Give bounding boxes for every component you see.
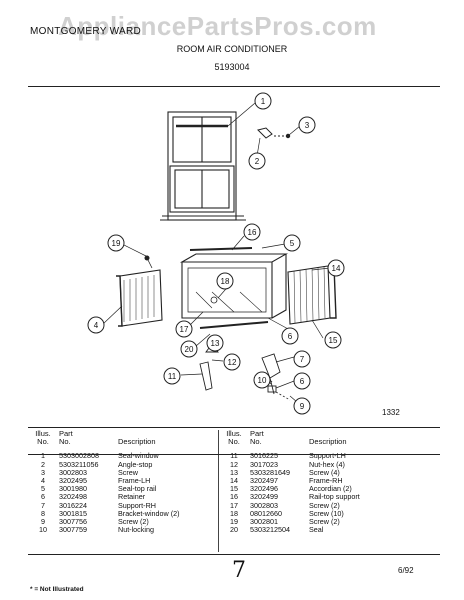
svg-text:10: 10 (258, 376, 267, 385)
svg-text:20: 20 (185, 345, 194, 354)
callout-14: 14 (327, 259, 345, 277)
model-number: 5193004 (214, 62, 250, 72)
svg-text:15: 15 (329, 336, 338, 345)
svg-text:2: 2 (255, 157, 260, 166)
svg-text:3: 3 (305, 121, 310, 130)
window-illustration (160, 111, 246, 221)
page-title: ROOM AIR CONDITIONER (176, 44, 288, 54)
callout-4: 4 (87, 316, 105, 334)
table-mid-rule (218, 430, 219, 552)
callout-20: 20 (180, 340, 198, 358)
table-header-rule (28, 454, 440, 455)
callout-11: 11 (163, 367, 181, 385)
header-illus: Illus. (35, 429, 51, 438)
figure-code: 1332 (382, 408, 400, 417)
callout-2: 2 (248, 152, 266, 170)
callout-16: 16 (243, 223, 261, 241)
svg-text:12: 12 (228, 358, 237, 367)
diagram-callouts: 1 2 3 16 5 19 14 4 18 17 6 15 20 13 12 7… (87, 92, 345, 415)
handwritten-mark: 7 (232, 558, 246, 583)
svg-text:14: 14 (332, 264, 341, 273)
callout-1: 1 (254, 92, 272, 110)
callout-7: 7 (293, 350, 311, 368)
table-header-row-top: Illus. Part Illus. Part (30, 429, 412, 438)
callout-9: 9 (293, 397, 311, 415)
callout-18: 18 (216, 272, 234, 290)
parts-table: Illus. Part Illus. Part No. No. Descript… (30, 429, 412, 535)
cabinet-illustration (179, 247, 289, 329)
svg-text:16: 16 (248, 228, 257, 237)
header-description: Description (118, 437, 156, 447)
svg-text:6: 6 (300, 377, 305, 386)
callout-12: 12 (223, 353, 241, 371)
callout-15: 15 (324, 331, 342, 349)
svg-text:13: 13 (211, 339, 220, 348)
header-rule (28, 86, 440, 87)
svg-text:4: 4 (94, 321, 99, 330)
callout-3: 3 (298, 116, 316, 134)
callout-19: 19 (107, 234, 125, 252)
header-description-right: Description (309, 437, 347, 447)
header-part: Part (59, 429, 73, 438)
callout-10: 10 (253, 371, 271, 389)
callout-6b: 6 (293, 372, 311, 390)
brand-label: MONTGOMERY WARD (30, 26, 141, 37)
svg-text:19: 19 (112, 239, 121, 248)
header-part-no-right: No. (250, 437, 262, 447)
svg-text:11: 11 (168, 372, 177, 381)
svg-text:5: 5 (290, 239, 295, 248)
callout-5: 5 (283, 234, 301, 252)
header-part-no: No. (59, 437, 71, 447)
svg-text:6: 6 (288, 332, 293, 341)
left-accordion-panel (116, 269, 163, 327)
header-illus-right: Illus. (226, 429, 242, 438)
svg-text:1: 1 (261, 97, 266, 106)
table-top-rule (28, 427, 440, 428)
table-header-row-bottom: No. No. Description No. No. Description (30, 437, 412, 447)
exploded-parts-diagram (102, 102, 337, 403)
header-no: No. (37, 437, 49, 447)
revision-date: 6/92 (398, 566, 414, 575)
not-illustrated-note: * = Not Illustrated (30, 586, 84, 593)
table-bottom-rule (28, 554, 440, 555)
callout-13: 13 (206, 334, 224, 352)
svg-text:9: 9 (300, 402, 305, 411)
watermark-text: AppliancePartsPros.com (58, 11, 377, 41)
callout-6a: 6 (281, 327, 299, 345)
header-no-right: No. (228, 437, 240, 447)
svg-text:17: 17 (180, 325, 189, 334)
callout-17: 17 (175, 320, 193, 338)
header-part-right: Part (250, 429, 264, 438)
svg-text:7: 7 (300, 355, 305, 364)
svg-text:18: 18 (221, 277, 230, 286)
